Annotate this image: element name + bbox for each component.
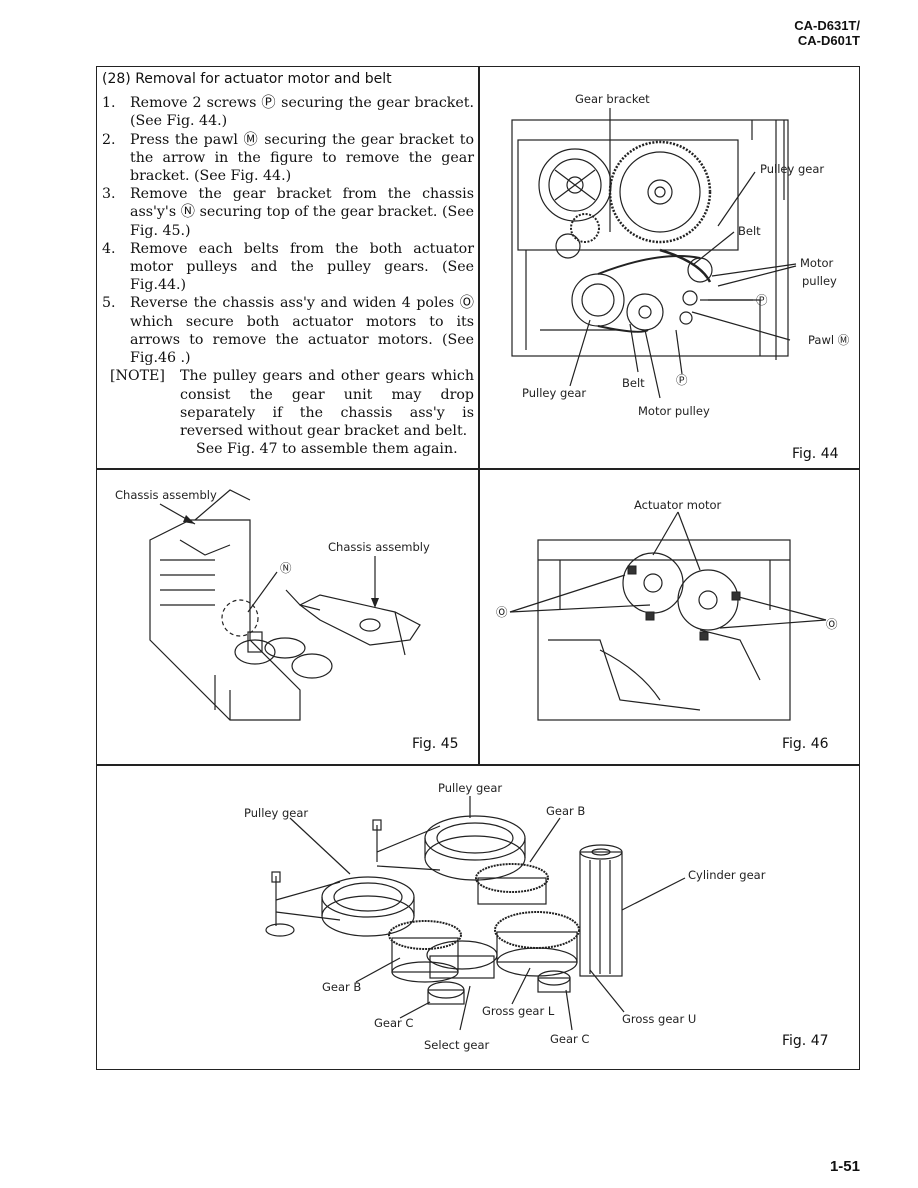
label-screw-p-right: Ⓟ <box>756 293 768 307</box>
step-text: Remove 2 screws Ⓟ securing the gear brac… <box>130 95 474 130</box>
label-cross-gear-l: Gross gear L <box>482 1004 555 1018</box>
label-select-gear: Select gear <box>424 1038 490 1052</box>
page-number: 1-51 <box>829 1158 860 1175</box>
label-chassis-assembly-right: Chassis assembly <box>328 540 430 554</box>
model-number: CA-D631T/ CA-D601T <box>794 18 860 48</box>
divider-row-2 <box>96 764 860 766</box>
label-motor-pulley: Motor pulley <box>638 404 710 418</box>
note: [NOTE] The pulley gears and other gears … <box>110 367 474 458</box>
label-belt-bottom: Belt <box>622 376 645 390</box>
label-gear-b-top: Gear B <box>546 804 586 818</box>
label-pulley: pulley <box>802 274 837 288</box>
procedure-section: (28) Removal for actuator motor and belt… <box>102 70 474 458</box>
step-number: 3. <box>102 186 116 203</box>
step-2: 2. Press the pawl Ⓜ securing the gear br… <box>102 131 474 186</box>
step-text: Remove the gear bracket from the chassis… <box>130 186 474 239</box>
label-cylinder-gear: Cylinder gear <box>688 868 766 882</box>
label-pawl: Pawl Ⓜ <box>808 333 850 347</box>
step-number: 5. <box>102 295 116 312</box>
step-text: Reverse the chassis ass'y and widen 4 po… <box>130 295 474 367</box>
label-pole-o-right: Ⓞ <box>826 617 838 631</box>
label-pulley-gear-top: Pulley gear <box>438 781 503 795</box>
note-label: [NOTE] <box>110 368 165 385</box>
label-gear-c-left: Gear C <box>374 1016 414 1030</box>
model-line-2: CA-D601T <box>797 33 860 48</box>
label-belt-right: Belt <box>738 224 761 238</box>
step-number: 2. <box>102 131 116 148</box>
label-pulley-gear-top: Pulley gear <box>760 162 825 176</box>
step-5: 5. Reverse the chassis ass'y and widen 4… <box>102 294 474 367</box>
divider-vertical <box>478 66 480 766</box>
label-gear-b-bottom: Gear B <box>322 980 362 994</box>
procedure-title: (28) Removal for actuator motor and belt <box>102 71 392 87</box>
step-text: Press the pawl Ⓜ securing the gear brack… <box>130 131 474 185</box>
divider-row-1 <box>96 468 860 470</box>
caption-fig-46: Fig. 46 <box>782 736 829 752</box>
note-text: The pulley gears and other gears which c… <box>180 368 474 440</box>
label-actuator-motor: Actuator motor <box>634 498 722 512</box>
label-gear-c-bottom: Gear C <box>550 1032 590 1046</box>
label-securing-n: Ⓝ <box>280 561 292 575</box>
step-1: 1. Remove 2 screws Ⓟ securing the gear b… <box>102 94 474 130</box>
caption-fig-47: Fig. 47 <box>782 1033 829 1049</box>
step-text: Remove each belts from the both actuator… <box>130 240 474 294</box>
step-3: 3. Remove the gear bracket from the chas… <box>102 185 474 240</box>
label-pole-o-left: Ⓞ <box>496 605 508 619</box>
label-cross-gear-u: Gross gear U <box>622 1012 697 1026</box>
label-pulley-gear-left: Pulley gear <box>244 806 309 820</box>
label-gear-bracket: Gear bracket <box>575 92 650 106</box>
label-chassis-assembly-left: Chassis assembly <box>115 488 217 502</box>
step-number: 4. <box>102 240 116 257</box>
step-4: 4. Remove each belts from the both actua… <box>102 240 474 295</box>
label-motor: Motor <box>800 256 834 270</box>
label-screw-p-bottom: Ⓟ <box>676 373 688 387</box>
caption-fig-44: Fig. 44 <box>792 446 839 462</box>
caption-fig-45: Fig. 45 <box>412 736 459 752</box>
step-number: 1. <box>102 95 116 112</box>
note-last-line: See Fig. 47 to assemble them again. <box>196 441 458 458</box>
label-pulley-gear-bottom: Pulley gear <box>522 386 587 400</box>
model-line-1: CA-D631T/ <box>794 18 860 33</box>
